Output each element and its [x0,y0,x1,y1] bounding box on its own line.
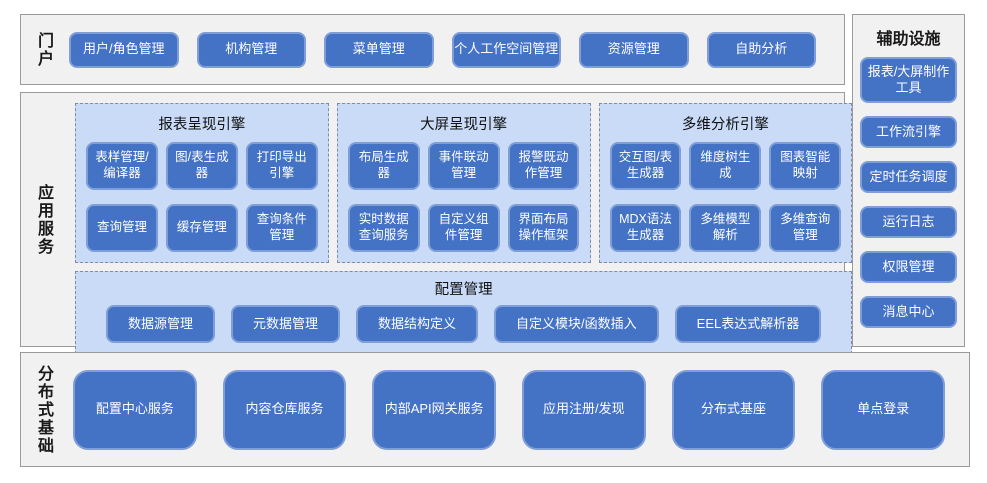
distributed-base-button[interactable]: 配置中心服务 [73,369,197,450]
auxiliary-button[interactable]: 消息中心 [860,296,957,328]
portal-section-label: 门户 [35,31,52,68]
app-services-content: 报表呈现引擎 表样管理/编译器图/表生成器打印导出引擎查询管理缓存管理查询条件管… [65,93,860,355]
config-management-box: 配置管理 数据源管理元数据管理数据结构定义自定义模块/函数插入 EEL表达式解析器 [75,271,853,355]
distributed-base-section: 分布式基础 配置中心服务内容仓库服务内部API网关服务应用注册/发现分布式基座单… [20,352,970,467]
report-engine-title: 报表呈现引擎 [158,117,246,133]
config-management-title: 配置管理 [434,282,493,298]
report-engine-buttons: 表样管理/编译器图/表生成器打印导出引擎查询管理缓存管理查询条件管理 [86,142,318,252]
report-engine-box: 报表呈现引擎 表样管理/编译器图/表生成器打印导出引擎查询管理缓存管理查询条件管… [75,103,329,263]
bigscreen-engine-button[interactable]: 事件联动管理 [427,142,500,190]
olap-engine-button[interactable]: 交互图/表生成器 [609,142,682,190]
report-engine-button[interactable]: 打印导出引擎 [245,142,318,190]
portal-button[interactable]: 个人工作空间管理 [451,31,561,68]
config-button[interactable]: EEL表达式解析器 [674,305,822,344]
distributed-base-button[interactable]: 单点登录 [821,369,946,450]
portal-button[interactable]: 菜单管理 [324,31,434,68]
olap-engine-button[interactable]: 维度树生成 [689,142,762,190]
portal-button[interactable]: 用户/角色管理 [69,31,179,68]
bigscreen-engine-box: 大屏呈现引擎 布局生成器事件联动管理报警既动作管理实时数据查询服务自定义组件管理… [336,103,591,263]
olap-engine-buttons: 交互图/表生成器维度树生成图表智能映射 MDX语法生成器多维模型解析多维查询管理 [609,142,842,252]
engine-boxes: 报表呈现引擎 表样管理/编译器图/表生成器打印导出引擎查询管理缓存管理查询条件管… [75,103,853,263]
auxiliary-section-title: 辅助设施 [876,31,941,48]
report-engine-button[interactable]: 图/表生成器 [165,142,238,190]
auxiliary-button[interactable]: 报表/大屏制作工具 [860,57,957,103]
bigscreen-engine-title: 大屏呈现引擎 [420,117,508,133]
portal-button[interactable]: 机构管理 [196,31,306,68]
portal-button[interactable]: 资源管理 [579,31,689,68]
auxiliary-button[interactable]: 工作流引擎 [860,116,957,148]
config-management-buttons: 数据源管理元数据管理数据结构定义自定义模块/函数插入 EEL表达式解析器 [106,305,822,344]
auxiliary-button[interactable]: 定时任务调度 [860,161,957,193]
report-engine-button[interactable]: 查询条件管理 [245,204,318,252]
app-services-section-label: 应用服务 [35,183,52,256]
portal-buttons: 用户/角色管理机构管理菜单管理个人工作空间管理资源管理自助分析 [65,15,844,84]
auxiliary-buttons: 报表/大屏制作工具工作流引擎定时任务调度运行日志权限管理消息中心 [853,55,964,346]
app-services-section: 应用服务 报表呈现引擎 表样管理/编译器图/表生成器打印导出引擎查询管理缓存管理… [20,92,853,355]
bigscreen-engine-button[interactable]: 布局生成器 [347,142,420,190]
auxiliary-button[interactable]: 权限管理 [860,251,957,283]
olap-engine-button[interactable]: 多维模型解析 [689,204,762,252]
distributed-base-section-label: 分布式基础 [35,364,52,455]
config-button[interactable]: 数据结构定义 [356,305,479,344]
distributed-base-button[interactable]: 内容仓库服务 [222,369,347,450]
portal-section: 门户 用户/角色管理机构管理菜单管理个人工作空间管理资源管理自助分析 [20,14,845,85]
config-button[interactable]: 自定义模块/函数插入 [494,305,659,344]
olap-engine-box: 多维分析引擎 交互图/表生成器维度树生成图表智能映射 MDX语法生成器多维模型解析… [598,103,853,263]
config-button[interactable]: 数据源管理 [106,305,216,344]
report-engine-button[interactable]: 缓存管理 [165,204,238,252]
olap-engine-button[interactable]: 多维查询管理 [769,204,842,252]
olap-engine-title: 多维分析引擎 [681,117,769,133]
report-engine-button[interactable]: 表样管理/编译器 [86,142,158,190]
report-engine-button[interactable]: 查询管理 [86,204,158,252]
portal-button[interactable]: 自助分析 [706,31,816,68]
bigscreen-engine-button[interactable]: 自定义组件管理 [427,204,500,252]
distributed-base-button[interactable]: 内部API网关服务 [372,369,497,450]
auxiliary-section: 辅助设施 报表/大屏制作工具工作流引擎定时任务调度运行日志权限管理消息中心 [852,14,965,347]
olap-engine-button[interactable]: 图表智能映射 [769,142,842,190]
config-button[interactable]: 元数据管理 [231,305,341,344]
olap-engine-button[interactable]: MDX语法生成器 [609,204,682,252]
distributed-base-button[interactable]: 应用注册/发现 [522,369,646,450]
bigscreen-engine-button[interactable]: 实时数据查询服务 [347,204,420,252]
distributed-base-button[interactable]: 分布式基座 [671,369,796,450]
distributed-base-buttons: 配置中心服务内容仓库服务内部API网关服务应用注册/发现分布式基座单点登录 [65,353,969,466]
auxiliary-button[interactable]: 运行日志 [860,206,957,238]
bigscreen-engine-button[interactable]: 界面布局操作框架 [507,204,580,252]
bigscreen-engine-button[interactable]: 报警既动作管理 [507,142,580,190]
bigscreen-engine-buttons: 布局生成器事件联动管理报警既动作管理实时数据查询服务自定义组件管理界面布局操作框… [347,142,580,252]
